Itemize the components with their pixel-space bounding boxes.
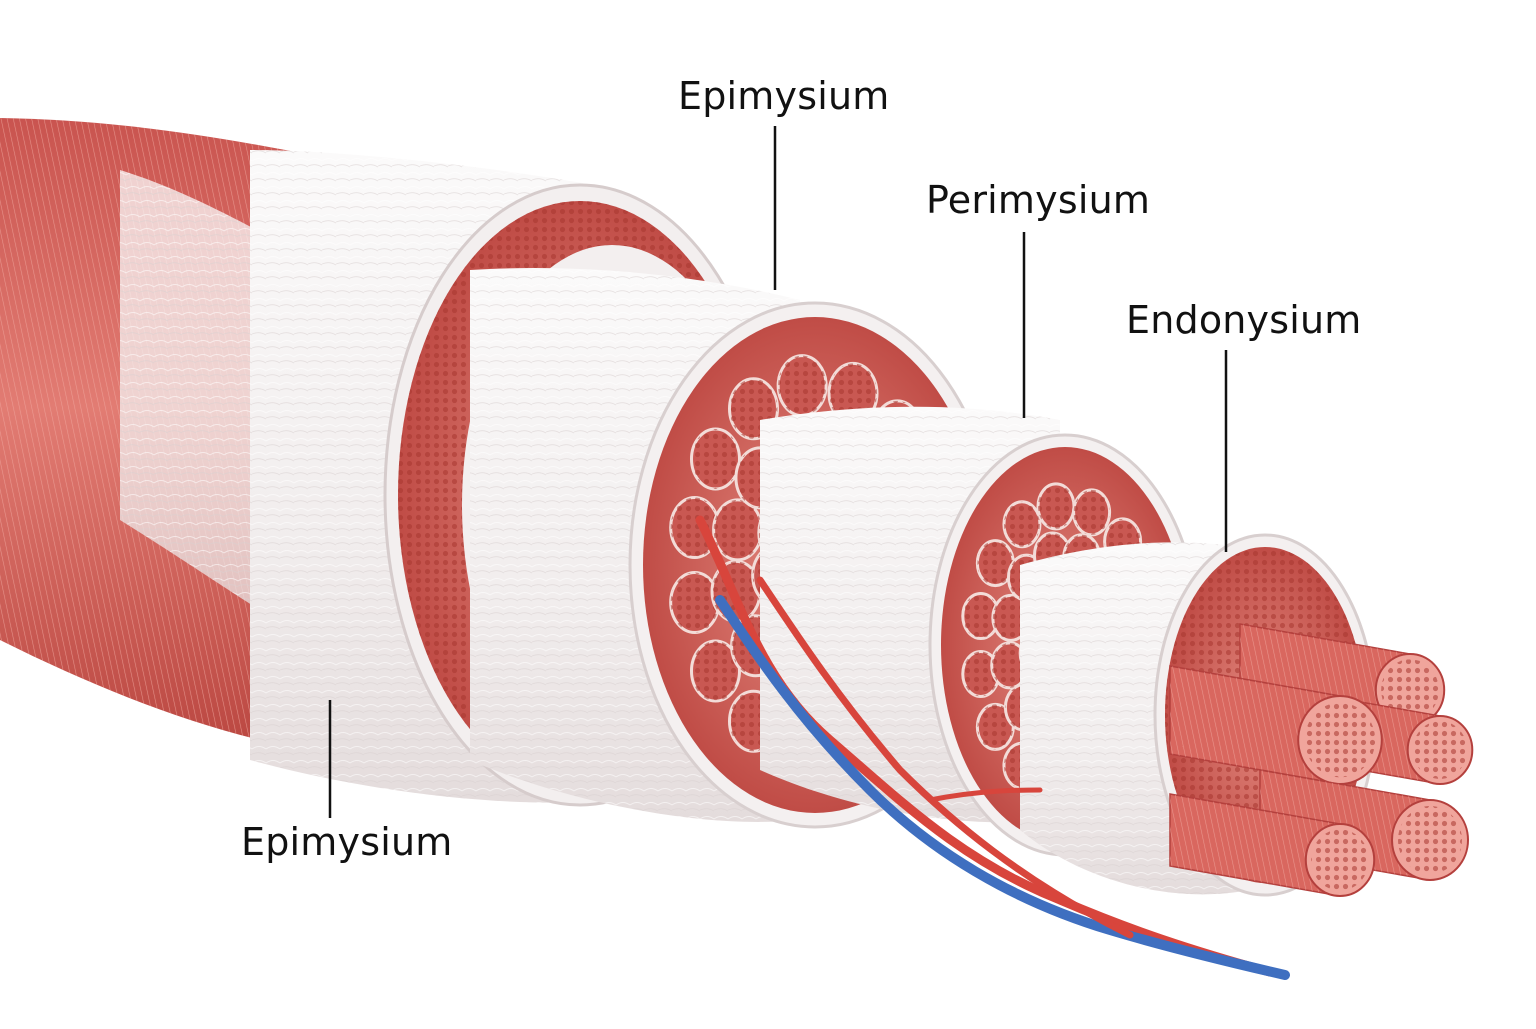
label-endomysium: Endonysium (1126, 298, 1362, 342)
fascicle-texture (691, 641, 740, 702)
fascicle-texture (713, 499, 762, 560)
fascicle-texture (992, 595, 1029, 641)
fiber-striation (1170, 794, 1340, 896)
leader-lines (328, 126, 1228, 818)
fascicle-texture (977, 704, 1014, 750)
artery-vessel (695, 515, 1275, 977)
fascicle-texture (962, 593, 999, 639)
fascicle-texture (778, 355, 827, 416)
label-perimysium: Perimysium (926, 178, 1151, 222)
artery-vessel (756, 576, 1134, 939)
myofibril-texture (1398, 806, 1462, 874)
fascicle-texture (977, 540, 1014, 586)
label-epimysium-bottom: Epimysium (241, 820, 453, 864)
fascicle-texture (1038, 483, 1075, 529)
fascicle-texture (691, 428, 740, 489)
blood-vessels (695, 515, 1290, 980)
vein-vessel (715, 595, 1290, 980)
myofibril-texture (1381, 659, 1439, 721)
fascicle-texture (1003, 501, 1040, 547)
fascicle-texture (670, 572, 719, 633)
myofibril-texture (1311, 829, 1369, 891)
artery-vessel (927, 787, 1043, 803)
label-epimysium-top: Epimysium (678, 74, 890, 118)
myofibril-texture (1304, 702, 1376, 778)
fascicle-texture (962, 651, 999, 697)
myofibril-texture (1412, 721, 1468, 779)
fiber-striation (1170, 666, 1340, 784)
muscle-fiber-bundle (1169, 623, 1474, 897)
fascicle-texture (1073, 489, 1110, 535)
